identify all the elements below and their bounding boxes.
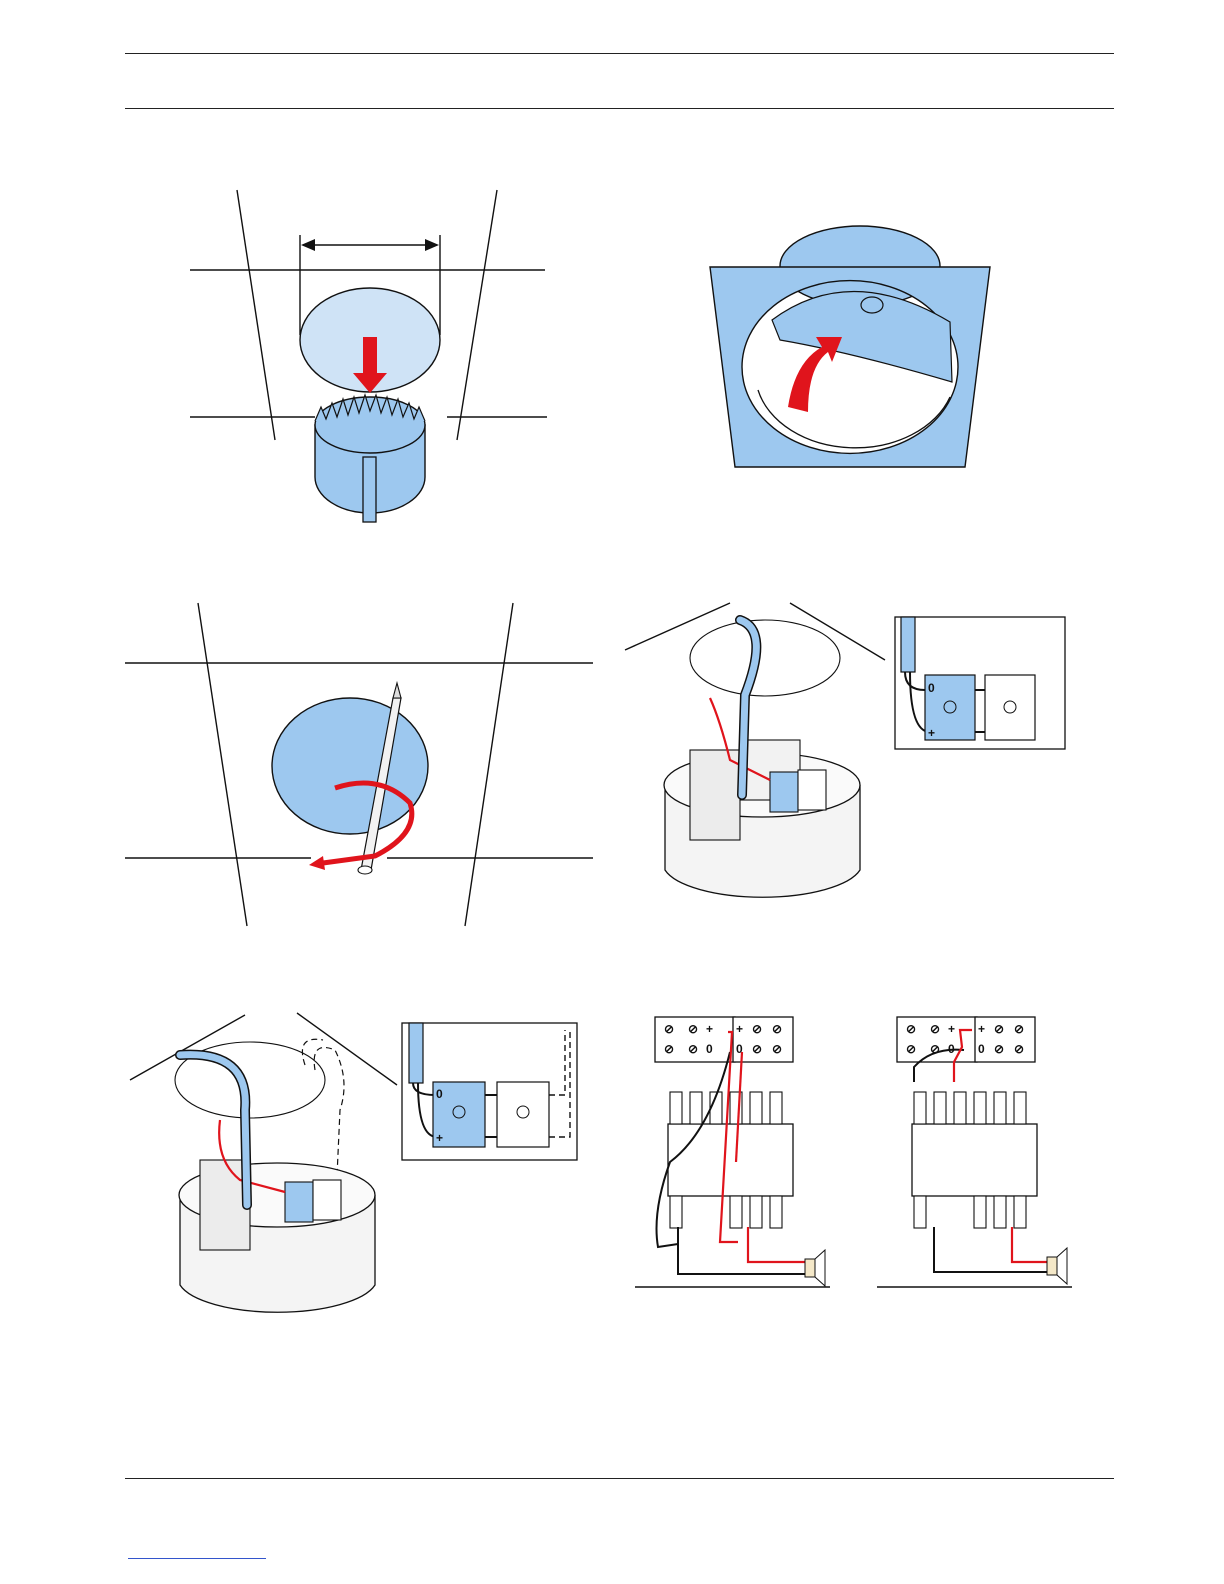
block-b-r1c2: ⊘ bbox=[752, 1022, 762, 1036]
figure-wiring-loop: + 0 bbox=[125, 1010, 585, 1330]
block-a-r1c3: + bbox=[948, 1022, 955, 1036]
inset-plus-label: + bbox=[928, 726, 935, 740]
block-b-r1c2: ⊘ bbox=[994, 1022, 1004, 1036]
block-a-r1c2: ⊘ bbox=[930, 1022, 940, 1036]
inset-zero-label: 0 bbox=[928, 681, 935, 695]
block-b-r2c1: 0 bbox=[978, 1042, 985, 1056]
footer-link-underline bbox=[128, 1558, 266, 1559]
block-a-r2c1: ⊘ bbox=[664, 1042, 674, 1056]
block-a-r1c2: ⊘ bbox=[688, 1022, 698, 1036]
inset-zero-label: 0 bbox=[436, 1087, 443, 1101]
figure-mark-hole bbox=[125, 598, 595, 933]
rotate-arrow-icon bbox=[788, 337, 842, 412]
block-a-r1c1: ⊘ bbox=[906, 1022, 916, 1036]
block-a-r1c1: ⊘ bbox=[664, 1022, 674, 1036]
footer-rule bbox=[125, 1478, 1114, 1479]
block-b-r2c2: ⊘ bbox=[994, 1042, 1004, 1056]
header-rule-bottom bbox=[125, 108, 1114, 109]
header-rule-top bbox=[125, 53, 1114, 54]
figure-schematic-left: ⊘ ⊘ + ⊘ ⊘ 0 + ⊘ ⊘ 0 ⊘ ⊘ bbox=[630, 1012, 845, 1297]
block-a-r2c3: 0 bbox=[706, 1042, 713, 1056]
block-a-r2c1: ⊘ bbox=[906, 1042, 916, 1056]
figure-hole-saw bbox=[185, 185, 555, 525]
figure-tile-cover bbox=[700, 222, 1000, 477]
block-a-r1c3: + bbox=[706, 1022, 713, 1036]
block-b-r2c3: ⊘ bbox=[772, 1042, 782, 1056]
block-b-r1c3: ⊘ bbox=[772, 1022, 782, 1036]
block-a-r2c2: ⊘ bbox=[688, 1042, 698, 1056]
inset-plus-label: + bbox=[436, 1131, 443, 1145]
block-b-r1c1: + bbox=[736, 1022, 743, 1036]
block-b-r1c1: + bbox=[978, 1022, 985, 1036]
block-b-r2c3: ⊘ bbox=[1014, 1042, 1024, 1056]
figure-schematic-right: ⊘ ⊘ + ⊘ ⊘ 0 + ⊘ ⊘ 0 ⊘ ⊘ bbox=[872, 1012, 1087, 1297]
loudspeaker-icon bbox=[1047, 1248, 1067, 1284]
figure-wiring-single: + 0 bbox=[620, 600, 1070, 915]
block-b-r2c2: ⊘ bbox=[752, 1042, 762, 1056]
loudspeaker-icon bbox=[805, 1250, 825, 1286]
block-b-r1c3: ⊘ bbox=[1014, 1022, 1024, 1036]
